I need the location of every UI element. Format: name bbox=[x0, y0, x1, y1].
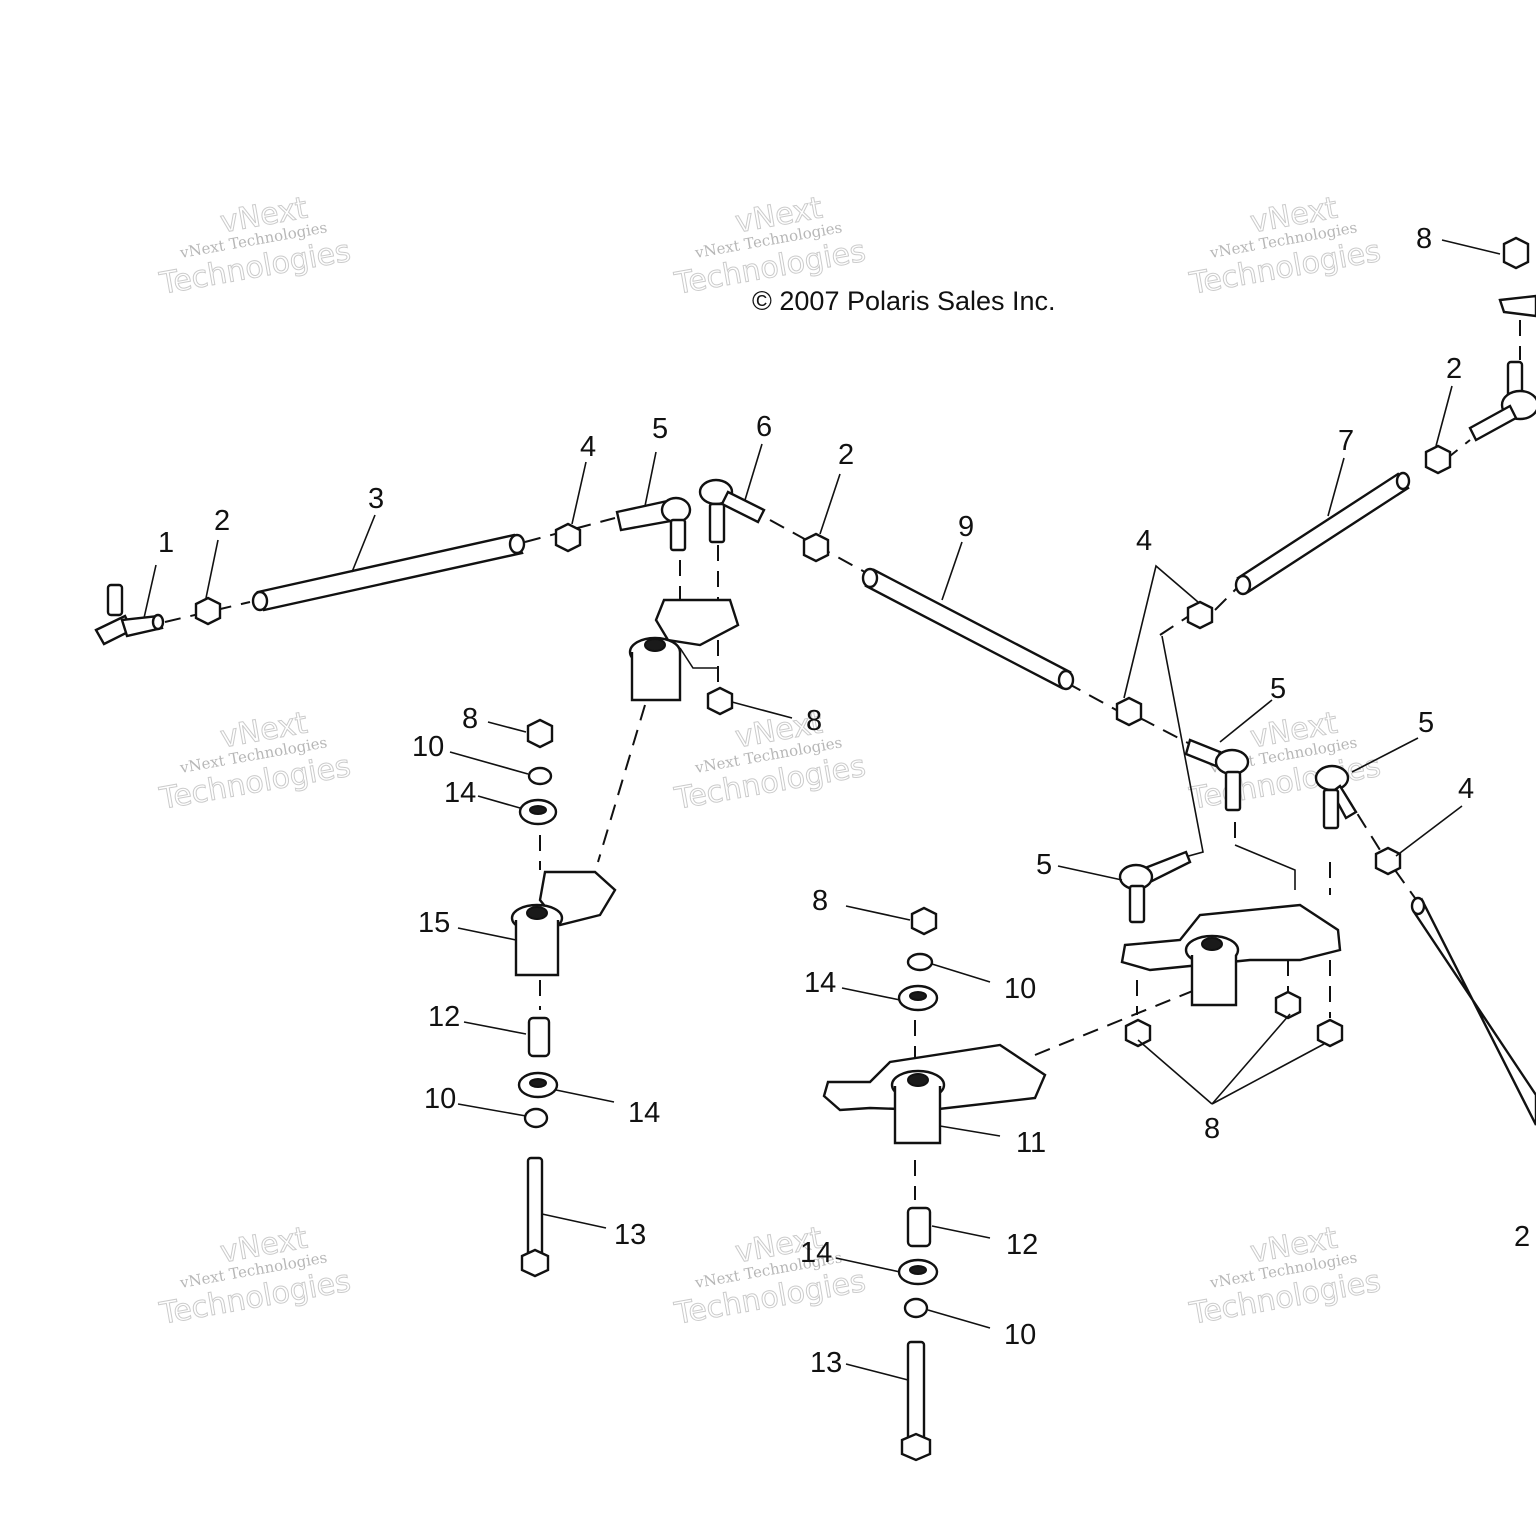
washer-part-14 bbox=[897, 1258, 939, 1286]
callout-9: 9 bbox=[958, 511, 974, 543]
callout-5: 5 bbox=[652, 413, 668, 445]
steering-arm-part-11 bbox=[822, 1043, 1047, 1145]
callout-8: 8 bbox=[1204, 1113, 1220, 1145]
callout-8: 8 bbox=[806, 705, 822, 737]
callout-10: 10 bbox=[1004, 1319, 1036, 1351]
callout-10: 10 bbox=[424, 1083, 456, 1115]
callout-8: 8 bbox=[1416, 223, 1432, 255]
idler-arm-part-15 bbox=[510, 870, 617, 977]
spacer-part-12 bbox=[527, 1016, 551, 1058]
lock-nut-part-8 bbox=[910, 906, 938, 936]
jam-nut-part-2 bbox=[1424, 444, 1452, 475]
washer-part-14 bbox=[518, 798, 558, 826]
lock-nut-part-8 bbox=[706, 686, 734, 716]
callout-14: 14 bbox=[800, 1237, 832, 1269]
callout-8: 8 bbox=[462, 703, 478, 735]
washer-part-10 bbox=[906, 952, 934, 972]
callout-14: 14 bbox=[628, 1097, 660, 1129]
tie-rod-end-part-1 bbox=[94, 583, 165, 646]
tie-rod-end-part-6 bbox=[698, 478, 766, 544]
jam-nut-part-2 bbox=[802, 532, 830, 563]
callout-3: 3 bbox=[368, 483, 384, 515]
leader-lines bbox=[143, 239, 1501, 1381]
callout-12: 12 bbox=[428, 1001, 460, 1033]
tie-rod-tube-lower-right bbox=[1410, 896, 1536, 1126]
callout-5: 5 bbox=[1418, 707, 1434, 739]
tie-rod-tube-part-9 bbox=[861, 567, 1075, 691]
callout-12: 12 bbox=[1006, 1229, 1038, 1261]
callout-2: 2 bbox=[214, 505, 230, 537]
callout-10: 10 bbox=[412, 731, 444, 763]
callout-4: 4 bbox=[1136, 525, 1152, 557]
lock-nut-part-8 bbox=[1124, 1018, 1152, 1048]
callout-14: 14 bbox=[444, 777, 476, 809]
bolt-part-13 bbox=[900, 1340, 932, 1462]
callout-8: 8 bbox=[812, 885, 828, 917]
callout-4: 4 bbox=[580, 431, 596, 463]
spacer-part-12 bbox=[906, 1206, 932, 1248]
callout-1: 1 bbox=[158, 527, 174, 559]
washer-part-14 bbox=[897, 984, 939, 1012]
jam-nut-part-4 bbox=[1374, 846, 1402, 876]
callout-13: 13 bbox=[810, 1347, 842, 1379]
tie-rod-end-upper-right bbox=[1468, 236, 1536, 442]
callout-11: 11 bbox=[1016, 1127, 1046, 1159]
tie-rod-tube-part-3 bbox=[251, 533, 526, 612]
callout-2: 2 bbox=[1446, 353, 1462, 385]
pitman-arm-upper bbox=[628, 598, 740, 702]
copyright-text: © 2007 Polaris Sales Inc. bbox=[752, 286, 1056, 316]
bellcrank-right bbox=[1120, 903, 1342, 1007]
callout-5: 5 bbox=[1270, 673, 1286, 705]
tie-rod-tube-part-7 bbox=[1234, 471, 1411, 596]
bolt-part-13 bbox=[520, 1156, 550, 1278]
lock-nut-part-8 bbox=[1316, 1018, 1344, 1048]
jam-nut-part-4 bbox=[554, 522, 582, 553]
washer-part-14 bbox=[517, 1071, 559, 1099]
callout-10: 10 bbox=[1004, 973, 1036, 1005]
jam-nut-part-2 bbox=[194, 596, 222, 626]
jam-nut-part-4 bbox=[1186, 600, 1214, 630]
callout-labels: 1 2 3 4 5 6 2 9 4 7 2 8 5 5 4 5 8 10 14 … bbox=[158, 223, 1530, 1379]
washer-part-10 bbox=[903, 1297, 929, 1319]
callout-13: 13 bbox=[614, 1219, 646, 1251]
callout-5: 5 bbox=[1036, 849, 1052, 881]
callout-2: 2 bbox=[838, 439, 854, 471]
tie-rod-end-part-5 bbox=[1184, 738, 1250, 812]
callout-14: 14 bbox=[804, 967, 836, 999]
jam-nut-part-4 bbox=[1115, 696, 1143, 727]
callout-7: 7 bbox=[1338, 425, 1354, 457]
lock-nut-part-8 bbox=[526, 718, 554, 749]
washer-part-10 bbox=[527, 766, 553, 786]
callout-2-partial: 2 bbox=[1514, 1221, 1530, 1253]
callout-4: 4 bbox=[1458, 773, 1474, 805]
tie-rod-end-part-5 bbox=[615, 496, 692, 552]
tie-rod-end-part-5 bbox=[1314, 764, 1358, 830]
callout-15: 15 bbox=[418, 907, 450, 939]
callout-6: 6 bbox=[756, 411, 772, 443]
lock-nut-part-8 bbox=[1274, 990, 1302, 1020]
washer-part-10 bbox=[523, 1107, 549, 1129]
solid-connector-lines bbox=[679, 635, 1296, 890]
tie-rod-end-part-5 bbox=[1118, 850, 1192, 924]
